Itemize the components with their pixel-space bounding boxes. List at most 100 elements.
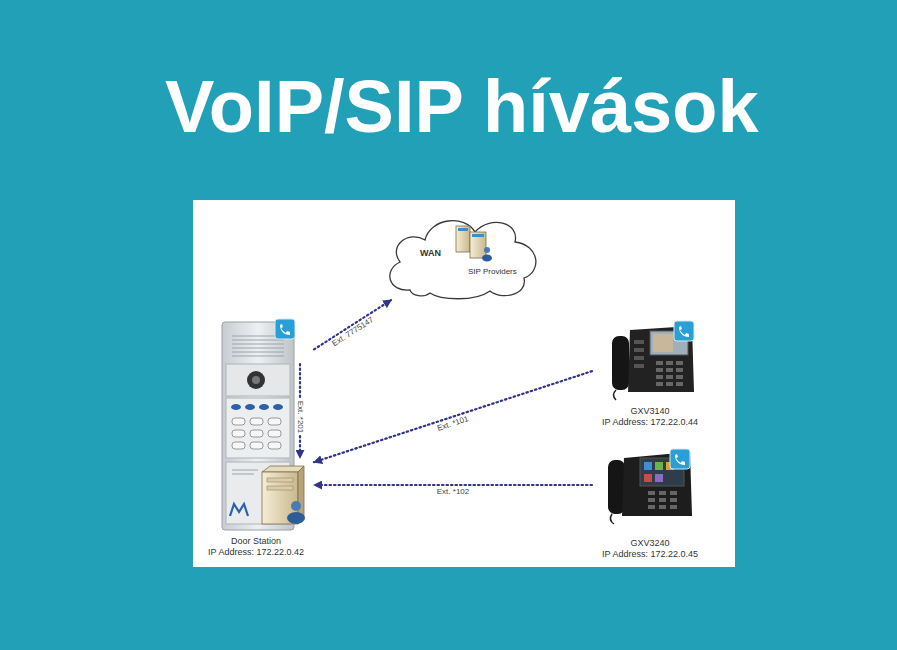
sip-server-icon — [484, 247, 490, 253]
ip-phone-badge — [675, 454, 685, 465]
ip-phone-badge — [670, 449, 690, 469]
door-station-panel — [232, 348, 284, 349]
gxv3140-phone — [634, 340, 644, 344]
door-station-node: Door StationIP Address: 172.22.0.42 — [198, 318, 314, 560]
device-name: Door Station — [231, 536, 281, 547]
sip-connection — [314, 371, 592, 462]
door-station-panel — [232, 474, 254, 475]
ip-phone-badge — [679, 326, 689, 337]
ip-address: IP Address: 172.22.0.45 — [602, 549, 698, 560]
provider-label: SIP Providers — [468, 266, 517, 277]
gxv3240-phone — [655, 462, 663, 470]
pbx-server-icon — [262, 466, 304, 472]
gxv3240-phone — [659, 505, 666, 509]
gxv3140-phone — [676, 368, 683, 372]
gxv3240-phone — [648, 498, 655, 502]
gxv3240-phone — [648, 505, 655, 509]
extension-label: Ext. 7775147 — [328, 314, 376, 350]
gxv3240-phone — [670, 505, 677, 509]
door-station-panel — [268, 442, 281, 449]
gxv3140-phone — [634, 364, 644, 368]
sip-connection — [314, 484, 592, 486]
door-station-panel — [232, 430, 245, 437]
door-station-panel — [268, 418, 281, 425]
door-station-panel — [230, 504, 248, 516]
extension-label: Ext. *102 — [435, 487, 471, 497]
gxv3140-phone — [666, 361, 673, 365]
door-station-panel — [231, 404, 241, 410]
sip-server-icon — [482, 255, 492, 262]
door-station-panel — [232, 442, 245, 449]
gxv3240-phone — [608, 452, 692, 524]
gxv3140-phone — [676, 382, 683, 386]
gxv3240-phone — [648, 491, 655, 495]
door-station-panel — [232, 418, 245, 425]
extension-label: Ext. *101 — [434, 413, 472, 434]
gxv3140-phone — [653, 334, 673, 352]
ip-phone-badge — [275, 319, 295, 339]
extension-label: Ext. *201 — [295, 399, 305, 435]
ip-address: IP Address: 172.22.0.44 — [602, 417, 698, 428]
door-station-panel — [232, 352, 284, 353]
gxv3240-phone — [655, 474, 663, 482]
wan-cloud-node: WAN SIP Providers — [385, 208, 540, 300]
gxv3140-phone — [634, 356, 644, 360]
gxv3140-phone — [656, 375, 663, 379]
door-station-panel — [273, 404, 283, 410]
sip-server-icon — [456, 226, 492, 262]
door-station-panel — [232, 344, 284, 345]
gxv3140-phone — [612, 336, 629, 390]
gxv3140-phone — [676, 361, 683, 365]
gxv3140-phone — [656, 382, 663, 386]
pbx-server-icon — [262, 466, 305, 524]
door-station-panel — [268, 430, 281, 437]
sip-server-icon — [458, 228, 468, 231]
gxv3140-phone — [634, 348, 644, 352]
ip-phone-badge — [674, 321, 694, 341]
gxv3140-phone — [614, 390, 617, 400]
wan-cloud — [390, 221, 536, 299]
white-panel — [193, 200, 735, 567]
pbx-server-icon — [291, 501, 301, 511]
door-station-panel — [232, 356, 284, 357]
gxv3140-phone — [666, 382, 673, 386]
gxv3240-phone — [659, 498, 666, 502]
door-station-panel — [247, 371, 265, 389]
gxv3140-phone — [656, 368, 663, 372]
device-name: GXV3240 — [630, 538, 669, 549]
gxv3140-phone — [666, 375, 673, 379]
ip-phone-badge — [670, 449, 690, 469]
gxv3240-phone — [670, 491, 677, 495]
gxv3240-phone — [644, 474, 652, 482]
door-station-panel — [250, 430, 263, 437]
phone-node: GXV3240IP Address: 172.22.0.45 — [592, 446, 708, 562]
sip-server-icon — [472, 234, 484, 237]
pbx-server-icon — [267, 478, 293, 482]
door-station-panel — [250, 442, 263, 449]
pbx-server-icon — [267, 486, 293, 490]
gxv3240-phone — [659, 491, 666, 495]
door-station-panel — [232, 470, 258, 471]
gxv3140-phone — [666, 368, 673, 372]
gxv3240-phone — [644, 462, 652, 470]
phone-node: GXV3140IP Address: 172.22.0.44 — [592, 316, 708, 430]
wan-cloud — [390, 221, 536, 299]
cloud-label: WAN — [420, 248, 441, 259]
gxv3140-phone — [628, 326, 694, 392]
door-station-panel — [259, 404, 269, 410]
door-station-panel — [252, 376, 260, 384]
gxv3140-phone — [676, 375, 683, 379]
door-station-panel — [250, 418, 263, 425]
sip-connection — [314, 300, 391, 349]
page-title: VoIP/SIP hívások — [165, 70, 759, 144]
gxv3140-phone — [656, 361, 663, 365]
ip-phone-badge — [280, 324, 290, 335]
ip-address: IP Address: 172.22.0.42 — [208, 547, 304, 558]
gxv3240-phone — [670, 498, 677, 502]
door-station-panel — [232, 340, 284, 341]
device-name: GXV3140 — [630, 406, 669, 417]
pbx-server-icon — [287, 512, 305, 524]
door-station-panel — [226, 364, 290, 396]
sip-server-icon — [470, 232, 486, 258]
